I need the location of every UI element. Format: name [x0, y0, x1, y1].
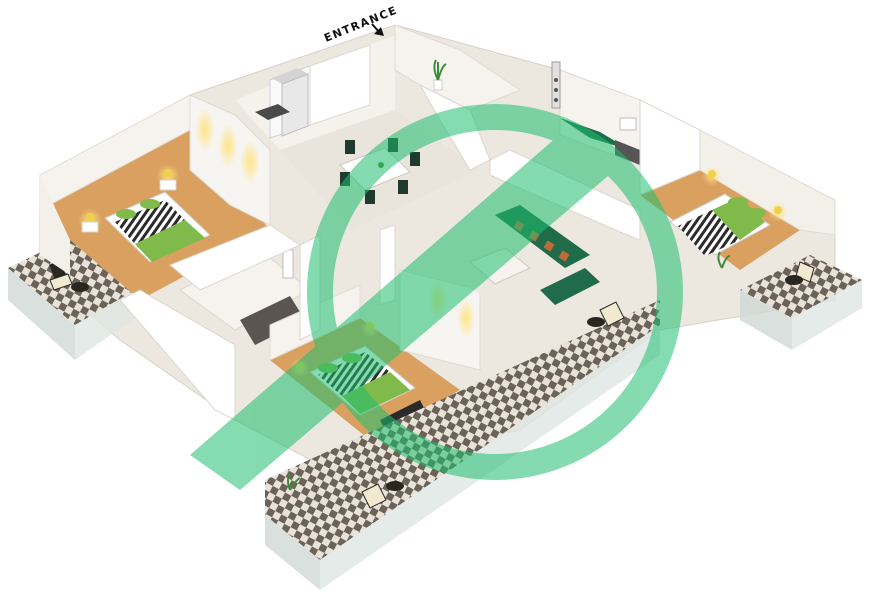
arrow-down-icon	[371, 23, 384, 36]
lounge-chair-icon	[361, 301, 625, 509]
balcony-west	[8, 238, 135, 360]
plant-icon	[433, 59, 447, 91]
double-bed-icon	[104, 191, 211, 263]
plant-icon	[717, 251, 731, 269]
side-table-icon	[71, 282, 89, 292]
fridge-icon	[272, 68, 309, 137]
green-ring-logo-icon	[190, 104, 683, 490]
stove-icon	[255, 104, 290, 120]
shower-icon	[551, 61, 561, 109]
sink-icon	[619, 117, 637, 131]
double-bed-icon	[669, 193, 771, 256]
kitchen	[235, 35, 395, 150]
balcony-east	[740, 255, 862, 350]
plant-icon	[287, 473, 301, 491]
side-table-icon	[785, 275, 803, 285]
side-table-icon	[386, 317, 605, 491]
wardrobe-west	[189, 94, 271, 226]
bath-icon	[282, 249, 294, 279]
